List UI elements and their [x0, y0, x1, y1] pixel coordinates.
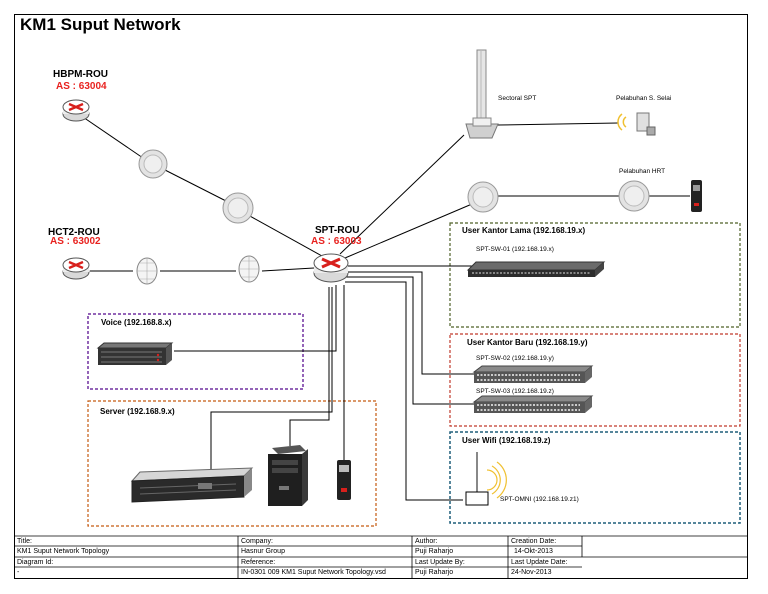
wifi-access-point-icon	[617, 112, 656, 136]
reference-label: Reference:	[241, 559, 276, 566]
wireless-dish-icon	[618, 180, 650, 212]
rack-server-icon	[130, 467, 254, 503]
group-title-wifi: User Wifi (192.168.19.z)	[462, 436, 551, 445]
last-update-date-value: 24-Nov-2013	[511, 569, 552, 576]
omni-antenna-icon	[465, 452, 507, 506]
sw02-label: SPT-SW-02 (192.168.19.y)	[476, 355, 554, 362]
link-hbpm-dish1	[79, 114, 144, 159]
link-spt-omni	[345, 281, 463, 501]
wireless-dish-icon	[467, 181, 499, 213]
creation-date-value: 14-Okt-2013	[514, 548, 553, 555]
group-box-wifi	[449, 431, 741, 524]
links	[79, 114, 690, 501]
wireless-dish-icon	[222, 192, 254, 224]
reference-value: IN-0301 009 KM1 Suput Network Topology.v…	[241, 569, 386, 576]
router-icon	[313, 253, 349, 283]
pelabuhan-selai-label: Pelabuhan S. Selai	[616, 95, 672, 102]
wireless-dish-icon	[138, 149, 168, 179]
sectoral-spt-label: Sectoral SPT	[498, 95, 537, 102]
link-dish1-dish2	[164, 169, 229, 203]
grid-antenna-icon	[238, 255, 260, 283]
title-label: Title:	[17, 538, 32, 545]
pelabuhan-hrt-label: Pelabuhan HRT	[619, 168, 666, 175]
router-icon	[62, 257, 90, 280]
sw01-label: SPT-SW-01 (192.168.19.x)	[476, 246, 554, 253]
group-title-voice: Voice (192.168.8.x)	[101, 318, 172, 327]
switch-icon-sw02	[472, 365, 594, 383]
author-label: Author:	[415, 538, 438, 545]
switch-icon-sw03	[472, 395, 594, 413]
title-block-grid	[14, 535, 748, 579]
router-icon	[62, 99, 90, 122]
company-value: Hasnur Group	[241, 548, 285, 555]
group-title-kantor-lama: User Kantor Lama (192.168.19.x)	[462, 226, 586, 235]
link-spt-voice	[174, 285, 337, 352]
title-block: Title: KM1 Suput Network Topology Diagra…	[14, 536, 748, 579]
link-sectoral-pelabuhan-s	[497, 122, 619, 126]
grid-antenna-icon	[136, 257, 158, 285]
hct2-as-label: AS : 63002	[50, 236, 101, 247]
spt-as-label: AS : 63003	[311, 236, 362, 247]
spt-rou-label: SPT-ROU	[315, 225, 360, 236]
last-update-by-label: Last Update By:	[415, 559, 465, 566]
switch-icon-sw01	[466, 261, 606, 277]
last-update-date-label: Last Update Date:	[511, 559, 568, 566]
author-value: Puji Raharjo	[415, 548, 454, 555]
group-title-server: Server (192.168.9.x)	[100, 407, 175, 416]
group-title-kantor-baru: User Kantor Baru (192.168.19.y)	[467, 338, 588, 347]
last-update-by-value: Puji Raharjo	[415, 569, 454, 576]
omni-label: SPT-OMNI (192.168.19.z1)	[500, 496, 579, 503]
link-spt-server2	[289, 287, 330, 446]
hbpm-rou-label: HBPM-ROU	[53, 69, 108, 80]
fingerprint-reader-icon	[691, 180, 702, 212]
link-spt-server1	[210, 287, 333, 469]
link-grid2-spt	[261, 267, 315, 272]
company-label: Company:	[241, 538, 273, 545]
link-spt-dish3	[344, 203, 473, 259]
title-value: KM1 Suput Network Topology	[17, 548, 110, 555]
link-spt-sw02	[345, 271, 476, 375]
link-spt-sw03	[345, 276, 476, 405]
diagram-id-value: -	[17, 569, 20, 576]
link-spt-sectoral	[339, 134, 465, 255]
diagram-title: KM1 Suput Network	[20, 15, 181, 34]
creation-date-label: Creation Date:	[511, 538, 557, 545]
group-box-server	[87, 400, 377, 527]
link-dish2-spt	[247, 214, 323, 257]
hbpm-as-label: AS : 63004	[56, 81, 107, 92]
diagram-frame	[14, 14, 748, 579]
fingerprint-reader-icon	[337, 460, 351, 500]
group-box-kantor-baru	[449, 333, 741, 427]
sw03-label: SPT-SW-03 (192.168.19.z)	[476, 388, 554, 395]
group-box-kantor-lama	[449, 222, 741, 328]
tower-server-icon	[268, 445, 308, 506]
diagram-id-label: Diagram Id:	[17, 559, 54, 566]
pbx-icon	[96, 342, 174, 365]
hct2-rou-label: HCT2-ROU	[48, 227, 100, 238]
sectoral-antenna-icon	[465, 49, 499, 139]
